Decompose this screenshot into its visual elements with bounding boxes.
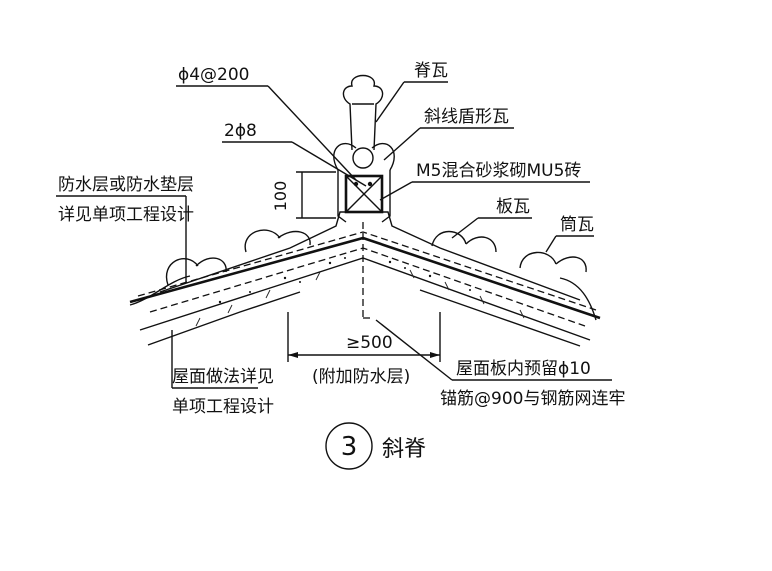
tiles-right xyxy=(431,230,597,321)
mortar-bedding xyxy=(159,211,581,301)
anchor-label-line2: 锚筋@900与钢筋网连牢 xyxy=(440,389,625,409)
roof-method-label-line2: 单项工程设计 xyxy=(172,397,274,417)
dim-500-label: ≥500 xyxy=(346,333,393,353)
waterproof-label-line2: 详见单项工程设计 xyxy=(58,205,194,225)
tiles-left xyxy=(129,229,311,306)
ridge-tile-label: 脊瓦 xyxy=(414,61,448,81)
plate-tile-label: 板瓦 xyxy=(496,197,530,217)
slab-hatch xyxy=(195,269,525,327)
rebar-phi4-label: ϕ4@200 xyxy=(178,65,249,85)
mortar-brick-label: M5混合砂浆砌MU5砖 xyxy=(416,161,581,181)
extra-waterproof-label: (附加防水层) xyxy=(312,367,410,387)
dim-100-label: 100 xyxy=(271,181,290,212)
roof-slab xyxy=(129,231,601,347)
tube-tile-label: 筒瓦 xyxy=(560,215,594,235)
shield-tile-label: 斜线盾形瓦 xyxy=(424,107,509,127)
dimension-100: 100 xyxy=(271,171,336,219)
dimension-500: ≥500 (附加防水层) xyxy=(287,312,441,387)
rebar-2phi8-label: 2ϕ8 xyxy=(224,121,257,141)
detail-title: 3 斜脊 xyxy=(325,422,426,470)
slab-speckles xyxy=(218,257,471,304)
leader-lines xyxy=(56,81,612,389)
anchor-label-line1: 屋面板内预留ϕ10 xyxy=(456,359,591,379)
detail-number: 3 xyxy=(341,432,358,462)
ridge-centerline xyxy=(362,222,372,319)
detail-title-text: 斜脊 xyxy=(382,437,426,462)
roof-method-label-line1: 屋面做法详见 xyxy=(172,367,274,387)
ridge-assembly xyxy=(333,74,395,223)
waterproof-label-line1: 防水层或防水垫层 xyxy=(58,175,194,195)
